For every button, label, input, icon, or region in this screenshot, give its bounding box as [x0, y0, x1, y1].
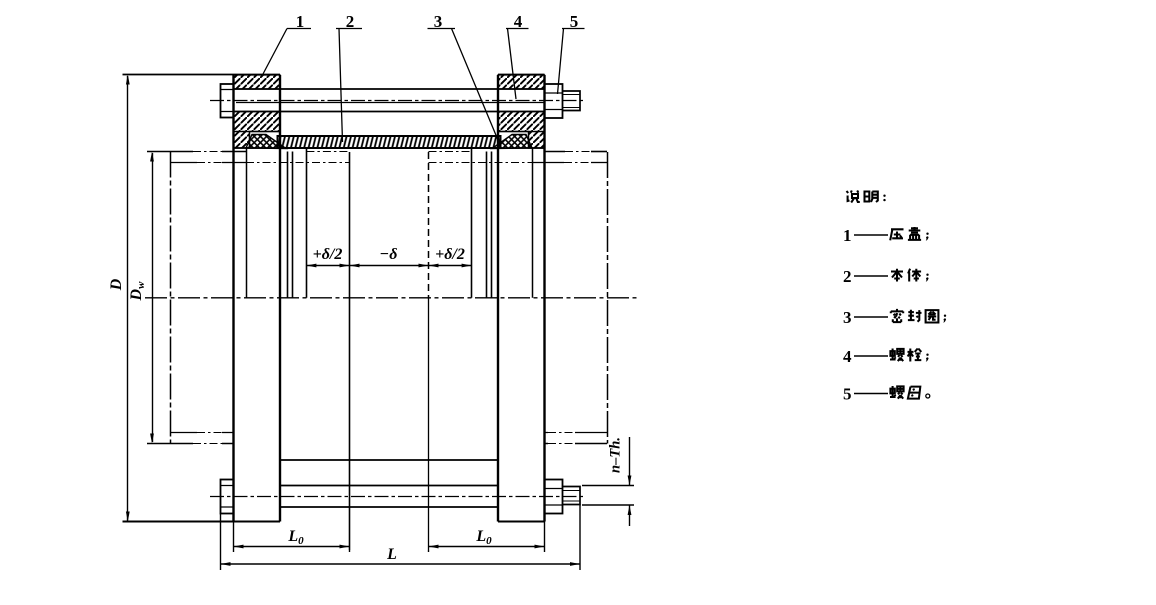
svg-text:2: 2 — [346, 12, 355, 31]
svg-text:+δ/2: +δ/2 — [435, 246, 465, 263]
svg-text:3: 3 — [843, 308, 852, 327]
svg-text:5: 5 — [570, 12, 579, 31]
svg-text:n–Th.: n–Th. — [608, 437, 624, 473]
svg-text:+δ/2: +δ/2 — [313, 246, 343, 263]
svg-text:5: 5 — [843, 385, 852, 404]
svg-text:4: 4 — [514, 12, 523, 31]
svg-text:L: L — [386, 546, 397, 563]
svg-text:1: 1 — [843, 226, 852, 245]
svg-text:D: D — [108, 278, 125, 291]
svg-text:3: 3 — [434, 12, 443, 31]
svg-text:−δ: −δ — [380, 246, 398, 263]
svg-text:4: 4 — [843, 347, 852, 366]
svg-text:2: 2 — [843, 267, 852, 286]
svg-text:1: 1 — [296, 12, 305, 31]
